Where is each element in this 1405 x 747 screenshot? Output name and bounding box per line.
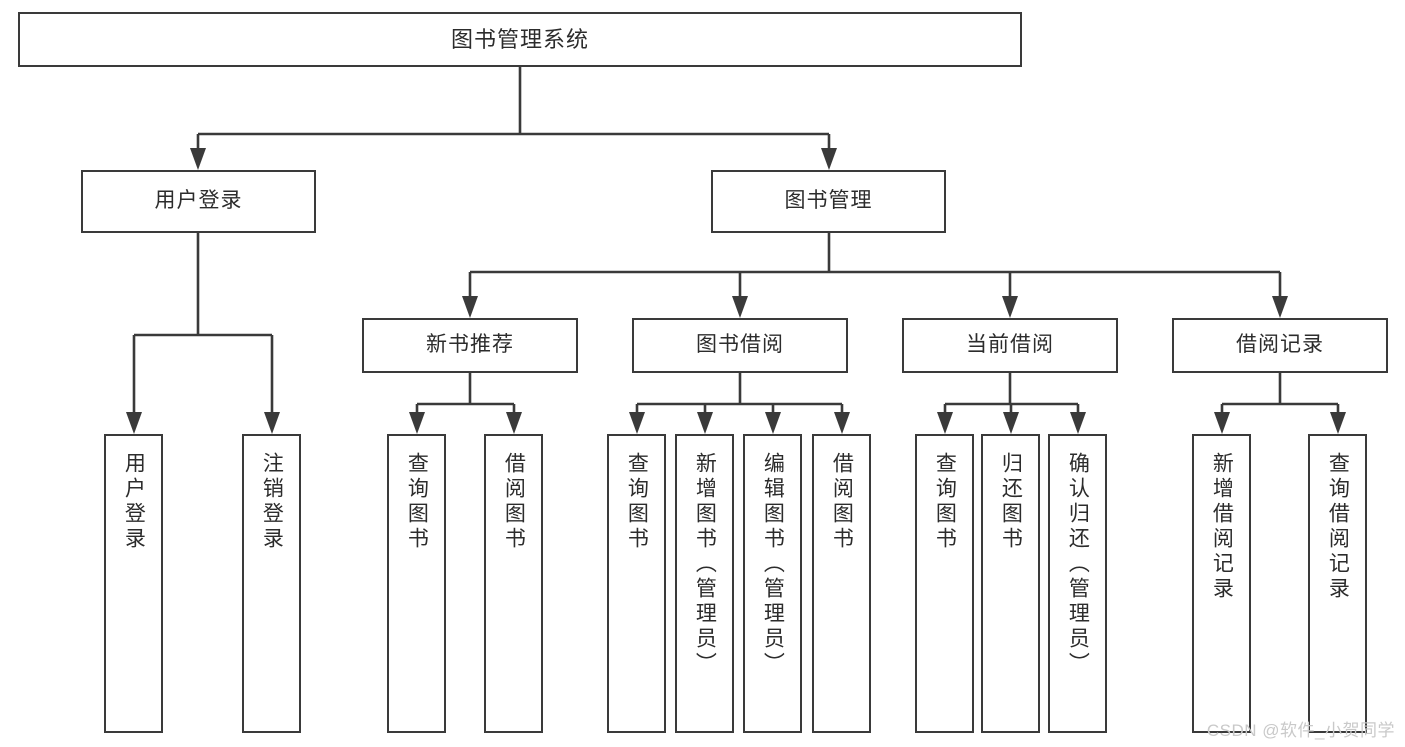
node-leaf-query-record-label: 查询借阅记录 (1326, 452, 1350, 602)
node-leaf-user-login[interactable]: 用户登录 (104, 434, 163, 733)
node-leaf-borrow-book-2-label: 借阅图书 (830, 452, 854, 552)
node-leaf-query-book-3-label: 查询图书 (933, 452, 957, 552)
node-leaf-borrow-book-1-label: 借阅图书 (502, 452, 526, 552)
node-leaf-add-record-label: 新增借阅记录 (1210, 452, 1234, 602)
node-leaf-user-login-label: 用户登录 (122, 452, 146, 552)
node-book-manage-label: 图书管理 (784, 189, 873, 213)
node-leaf-add-book-label: 新增图书（管理员） (693, 452, 717, 677)
watermark: CSDN @软件_小贺同学 (1206, 721, 1395, 740)
node-leaf-query-book-1[interactable]: 查询图书 (387, 434, 446, 733)
node-leaf-query-book-2[interactable]: 查询图书 (607, 434, 666, 733)
node-leaf-logout[interactable]: 注销登录 (242, 434, 301, 733)
node-book-borrow[interactable]: 图书借阅 (632, 318, 848, 373)
node-current-borrow-label: 当前借阅 (966, 333, 1054, 357)
node-user-login-label: 用户登录 (154, 189, 243, 213)
node-borrow-record-label: 借阅记录 (1236, 333, 1324, 357)
node-leaf-return-book-label: 归还图书 (999, 452, 1023, 552)
node-leaf-add-record[interactable]: 新增借阅记录 (1192, 434, 1251, 733)
node-leaf-query-book-3[interactable]: 查询图书 (915, 434, 974, 733)
node-leaf-return-book[interactable]: 归还图书 (981, 434, 1040, 733)
node-leaf-add-book[interactable]: 新增图书（管理员） (675, 434, 734, 733)
node-leaf-confirm-return-label: 确认归还（管理员） (1066, 452, 1090, 677)
node-borrow-record[interactable]: 借阅记录 (1172, 318, 1388, 373)
node-current-borrow[interactable]: 当前借阅 (902, 318, 1118, 373)
node-user-login[interactable]: 用户登录 (81, 170, 316, 233)
node-leaf-edit-book-label: 编辑图书（管理员） (761, 452, 785, 677)
node-book-manage[interactable]: 图书管理 (711, 170, 946, 233)
node-leaf-borrow-book-1[interactable]: 借阅图书 (484, 434, 543, 733)
node-leaf-query-book-1-label: 查询图书 (405, 452, 429, 552)
node-root-label: 图书管理系统 (450, 26, 589, 52)
node-leaf-confirm-return[interactable]: 确认归还（管理员） (1048, 434, 1107, 733)
node-leaf-query-book-2-label: 查询图书 (625, 452, 649, 552)
node-book-borrow-label: 图书借阅 (696, 333, 784, 357)
node-leaf-edit-book[interactable]: 编辑图书（管理员） (743, 434, 802, 733)
node-leaf-query-record[interactable]: 查询借阅记录 (1308, 434, 1367, 733)
node-leaf-borrow-book-2[interactable]: 借阅图书 (812, 434, 871, 733)
node-new-book-recommend-label: 新书推荐 (426, 333, 514, 357)
node-root[interactable]: 图书管理系统 (18, 12, 1022, 67)
node-new-book-recommend[interactable]: 新书推荐 (362, 318, 578, 373)
node-leaf-logout-label: 注销登录 (260, 452, 284, 552)
